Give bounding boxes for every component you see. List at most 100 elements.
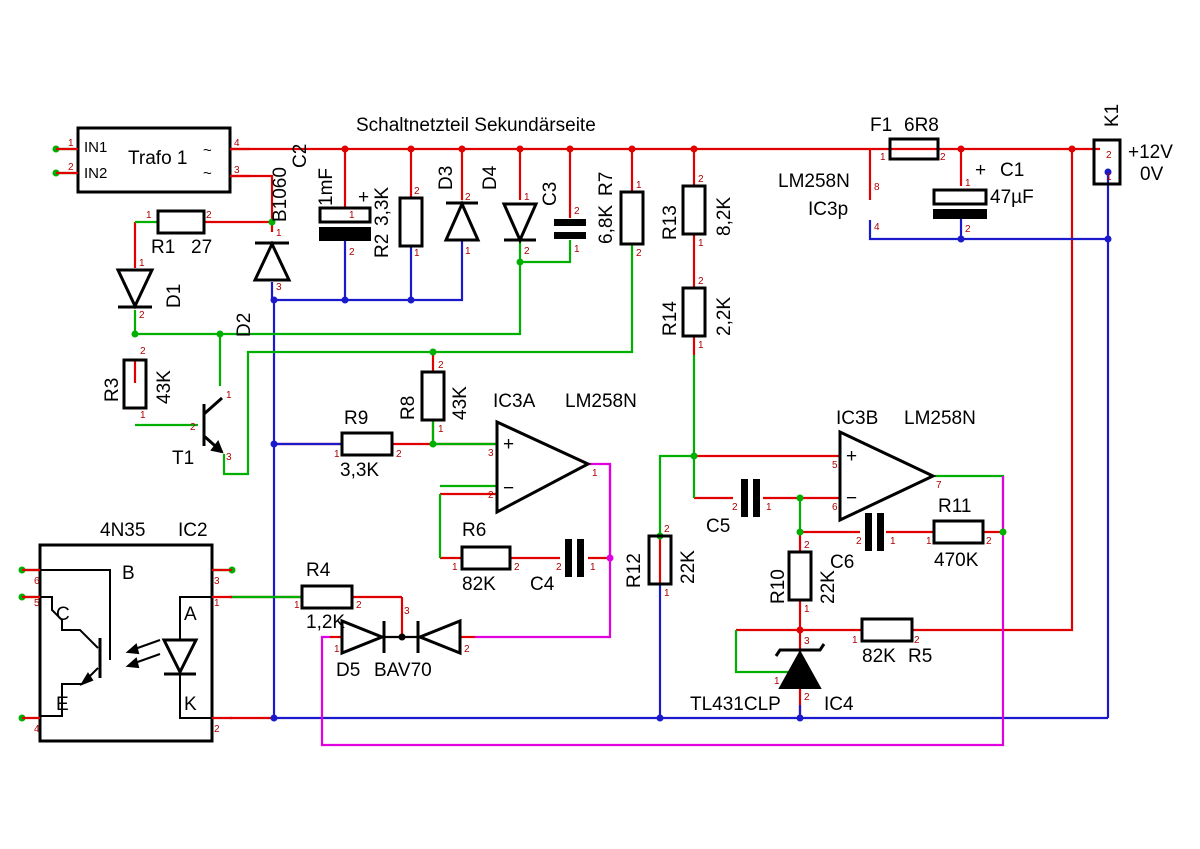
- d2-value: B1060: [270, 167, 291, 222]
- ic3-power-pins[interactable]: LM258N IC3p 8 4: [778, 171, 880, 233]
- wire-junction-dot: [566, 145, 574, 153]
- c2-value: 1mF: [316, 168, 337, 206]
- pin-label: 2: [206, 210, 212, 221]
- r14-value: 2,2K: [714, 297, 735, 336]
- trafo-1[interactable]: IN1 IN2 Trafo 1 ~ ~ 1 2 4 3: [56, 126, 250, 194]
- wire-junction-dot: [796, 626, 804, 634]
- resistor-r10[interactable]: R10 22K 2 1: [768, 540, 839, 615]
- ic3a-plus: +: [503, 434, 514, 455]
- opamp-ic3a[interactable]: + − IC3A LM258N 3 2 1: [488, 391, 637, 515]
- wire-junction-dot: [429, 440, 437, 448]
- resistor-r2[interactable]: R2 3,3K 2 1: [372, 186, 424, 259]
- pin-label: 2: [488, 490, 494, 501]
- capacitor-c5[interactable]: C5 2 1: [706, 479, 772, 537]
- pin-label: 1: [276, 228, 282, 239]
- transistor-t1[interactable]: T1 1 2 3: [172, 390, 232, 469]
- wire-junction-dot: [796, 528, 804, 536]
- pin-label: 1: [965, 178, 971, 189]
- wire-junction-dot: [690, 452, 698, 460]
- pin-label: 2: [68, 162, 74, 173]
- pin-label: 2: [349, 247, 355, 258]
- r4-ref: R4: [306, 560, 331, 581]
- pin-label: 3: [234, 165, 240, 176]
- wire-junction-dot: [341, 145, 349, 153]
- pin-label: 2: [965, 224, 971, 235]
- pin-label: 2: [698, 174, 704, 185]
- capacitor-c1[interactable]: + C1 47µF 1 2: [932, 160, 1034, 235]
- r10-value: 22K: [818, 570, 839, 604]
- c3-ref: C3: [540, 182, 561, 206]
- ic3b-plus: +: [846, 446, 857, 467]
- pin-label: 1: [349, 210, 355, 221]
- resistor-r13[interactable]: R13 8,2K 2 1: [660, 174, 735, 249]
- diode-d4[interactable]: D4 1 2: [480, 165, 539, 257]
- ic3b-part: LM258N: [904, 408, 976, 429]
- resistor-r6[interactable]: R6 82K 1 2: [452, 520, 520, 595]
- c5-ref: C5: [706, 516, 730, 537]
- pin-label: 1: [926, 536, 932, 547]
- wire-junction-dot: [131, 330, 139, 338]
- k1-zero: 0V: [1140, 164, 1164, 185]
- capacitor-c2[interactable]: + 1mF C2 1 2: [290, 144, 372, 258]
- r3-ref: R3: [102, 378, 123, 402]
- pin-label: 2: [574, 206, 580, 217]
- wire-junction-dot: [957, 235, 965, 243]
- wire-junction-dot: [628, 145, 636, 153]
- capacitor-c4[interactable]: C4 2 1: [530, 539, 596, 595]
- fuse-f1[interactable]: F1 6R8 1 2: [870, 115, 946, 163]
- resistor-r5[interactable]: 82K R5 1 2: [852, 617, 932, 667]
- d4-ref: D4: [480, 165, 501, 190]
- dual-diode-d5[interactable]: D5 BAV70 3 1 2: [334, 606, 470, 681]
- pin-label: 2: [986, 536, 992, 547]
- pin-label: 3: [488, 448, 494, 459]
- k1-ref: K1: [1102, 104, 1123, 127]
- c1-plus: +: [975, 160, 986, 181]
- pin-label: 2: [636, 248, 642, 259]
- pin-label: 1: [804, 604, 810, 615]
- r5-value: 82K: [862, 646, 896, 667]
- r3-value: 43K: [154, 370, 175, 404]
- r6-value: 82K: [462, 574, 496, 595]
- trafo-in2-label: IN2: [84, 165, 107, 182]
- ic3a-part: LM258N: [565, 391, 637, 412]
- r5-ref: R5: [908, 646, 932, 667]
- optocoupler-ic2[interactable]: 4N35 IC2 B C E A K 6 5 4 3 1 2: [22, 520, 232, 743]
- resistor-r3[interactable]: R3 43K 2 1: [102, 346, 175, 421]
- resistor-r9[interactable]: R9 3,3K 1 2: [334, 408, 402, 481]
- resistor-r1[interactable]: R1 27 1 2: [146, 209, 212, 258]
- pin-label: 2: [396, 449, 402, 460]
- ic3b-minus: −: [846, 488, 857, 509]
- c1-value: 47µF: [990, 187, 1034, 208]
- diode-d1[interactable]: D1 1 2: [115, 258, 185, 321]
- resistor-r4[interactable]: R4 1,2K 1 2: [294, 560, 362, 633]
- pin-label: 3: [404, 606, 410, 617]
- pin-label: 2: [914, 635, 920, 646]
- resistor-r11[interactable]: R11 470K 1 2: [926, 496, 992, 571]
- resistor-r12[interactable]: R12 22K 2 1: [624, 524, 699, 599]
- pin-label: 2: [465, 192, 471, 203]
- pin-label: 7: [936, 480, 942, 491]
- diode-d3[interactable]: D3 2 1: [436, 166, 481, 257]
- capacitor-c3[interactable]: C3 2 1: [540, 182, 586, 255]
- shunt-regulator-ic4[interactable]: TL431CLP IC4 3 1 2: [690, 636, 854, 715]
- pin-label: 2: [804, 692, 810, 703]
- resistor-r8[interactable]: R8 43K 2 1: [398, 360, 471, 435]
- pin-label: 2: [190, 422, 196, 433]
- ic2-pin-a: A: [184, 604, 197, 625]
- wires-ground: [270, 172, 1110, 720]
- trafo-tilde-2: ~: [203, 165, 212, 182]
- resistor-r14[interactable]: R14 2,2K 2 1: [660, 276, 735, 351]
- d5-ref: D5: [336, 660, 360, 681]
- wire-junction-dot: [656, 714, 664, 722]
- pin-label: 1: [294, 600, 300, 611]
- pin-label: 1: [636, 180, 642, 191]
- wire-junction-dot: [458, 145, 466, 153]
- pin-label: 1: [766, 502, 772, 513]
- opamp-ic3b[interactable]: + − IC3B LM258N 5 6 7: [832, 408, 976, 523]
- diode-d2[interactable]: D2 B1060 1 3: [234, 167, 292, 337]
- capacitor-c6[interactable]: C6 2 1: [830, 513, 896, 573]
- connector-k1[interactable]: K1 +12V 0V 2 1: [1092, 104, 1173, 186]
- pin-label: 3: [804, 636, 810, 647]
- resistor-r7[interactable]: R7 6,8K 1 2: [596, 172, 645, 259]
- pin-label: 2: [139, 310, 145, 321]
